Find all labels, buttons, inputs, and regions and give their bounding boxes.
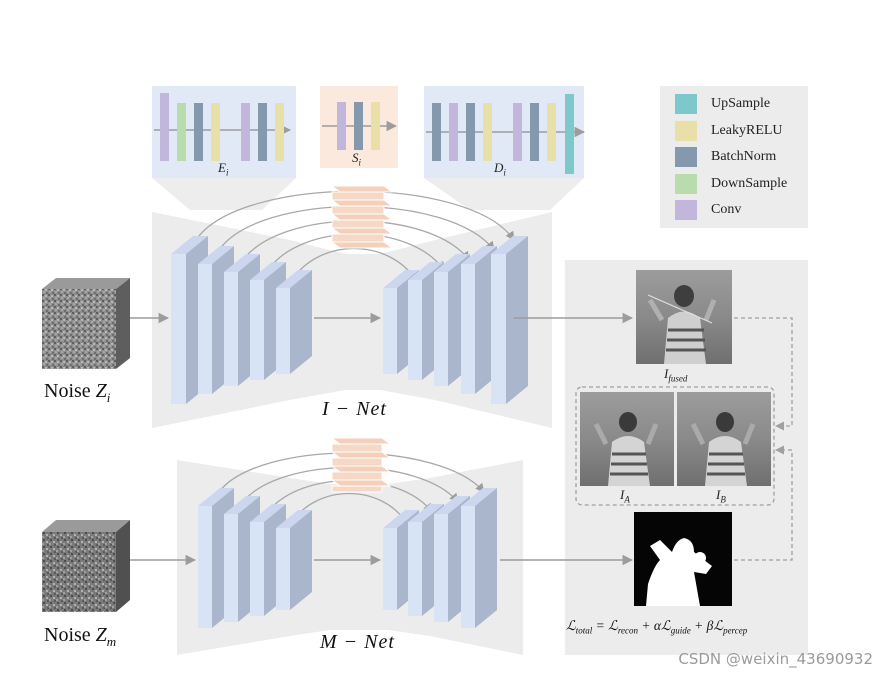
noise-cube-m bbox=[42, 520, 130, 612]
ib-label: IB bbox=[716, 487, 726, 505]
downsample-swatch bbox=[675, 174, 697, 194]
noise-cube-i bbox=[42, 278, 130, 369]
noise-zm-label: Noise Zm bbox=[44, 624, 117, 649]
legend-item-batchnorm: BatchNorm bbox=[675, 147, 776, 167]
legend-label: Conv bbox=[711, 202, 742, 217]
i-net-label: I − Net bbox=[322, 398, 387, 420]
decoder-blocks bbox=[383, 236, 528, 404]
fused-label: Ifused bbox=[664, 366, 688, 384]
mask-image bbox=[634, 512, 732, 606]
leakyrelu-layer bbox=[547, 103, 556, 161]
batchnorm-layer bbox=[194, 103, 203, 161]
ia-label: IA bbox=[620, 487, 630, 505]
batchnorm-layer bbox=[354, 102, 363, 150]
batchnorm-layer bbox=[258, 103, 267, 161]
leakyrelu-layer bbox=[483, 103, 492, 161]
source-image-b bbox=[677, 392, 771, 486]
batchnorm-layer bbox=[530, 103, 539, 161]
conv-layer bbox=[160, 93, 169, 161]
legend-label: BatchNorm bbox=[711, 149, 777, 164]
leakyrelu-swatch bbox=[675, 121, 697, 141]
conv-layer bbox=[513, 103, 522, 161]
loss-formula: ℒtotal = ℒrecon + αℒguide + βℒpercep bbox=[566, 618, 748, 636]
m-net-label: M − Net bbox=[320, 631, 395, 653]
legend-label: UpSample bbox=[711, 96, 771, 111]
downsample-layer bbox=[177, 103, 186, 161]
encoder-blocks bbox=[171, 236, 312, 404]
decoder-label: Di bbox=[494, 160, 506, 178]
batchnorm-layer bbox=[466, 103, 475, 161]
fused-image bbox=[636, 270, 732, 364]
conv-swatch bbox=[675, 200, 697, 220]
leakyrelu-layer bbox=[275, 103, 284, 161]
legend: UpSample LeakyRELU BatchNorm DownSample … bbox=[660, 86, 808, 228]
conv-layer bbox=[241, 103, 250, 161]
leakyrelu-layer bbox=[211, 103, 220, 161]
watermark: CSDN @weixin_43690932 bbox=[678, 650, 873, 668]
conv-layer bbox=[337, 102, 346, 150]
legend-item-leakyrelu: LeakyRELU bbox=[675, 121, 783, 141]
skip-panel bbox=[320, 86, 398, 168]
skip-stack bbox=[330, 437, 392, 493]
i-net bbox=[152, 185, 552, 428]
batchnorm-swatch bbox=[675, 147, 697, 167]
output-panel bbox=[500, 260, 808, 655]
upsample-layer bbox=[565, 94, 574, 174]
legend-item-upsample: UpSample bbox=[675, 94, 770, 114]
encoder-label: Ei bbox=[218, 160, 229, 178]
batchnorm-layer bbox=[432, 103, 441, 161]
legend-label: LeakyRELU bbox=[711, 123, 783, 138]
skip-stack bbox=[330, 185, 394, 249]
legend-item-conv: Conv bbox=[675, 200, 741, 220]
legend-label: DownSample bbox=[711, 176, 788, 191]
upsample-swatch bbox=[675, 94, 697, 114]
legend-item-downsample: DownSample bbox=[675, 174, 787, 194]
decoder-panel bbox=[424, 86, 586, 210]
leakyrelu-layer bbox=[371, 102, 380, 150]
skip-label: Si bbox=[352, 150, 362, 168]
conv-layer bbox=[449, 103, 458, 161]
decoder-blocks bbox=[383, 488, 497, 628]
encoder-panel bbox=[152, 86, 296, 210]
noise-zi-label: Noise Zi bbox=[44, 380, 111, 405]
encoder-blocks bbox=[198, 488, 312, 628]
source-image-a bbox=[580, 392, 674, 486]
m-net bbox=[177, 437, 523, 655]
